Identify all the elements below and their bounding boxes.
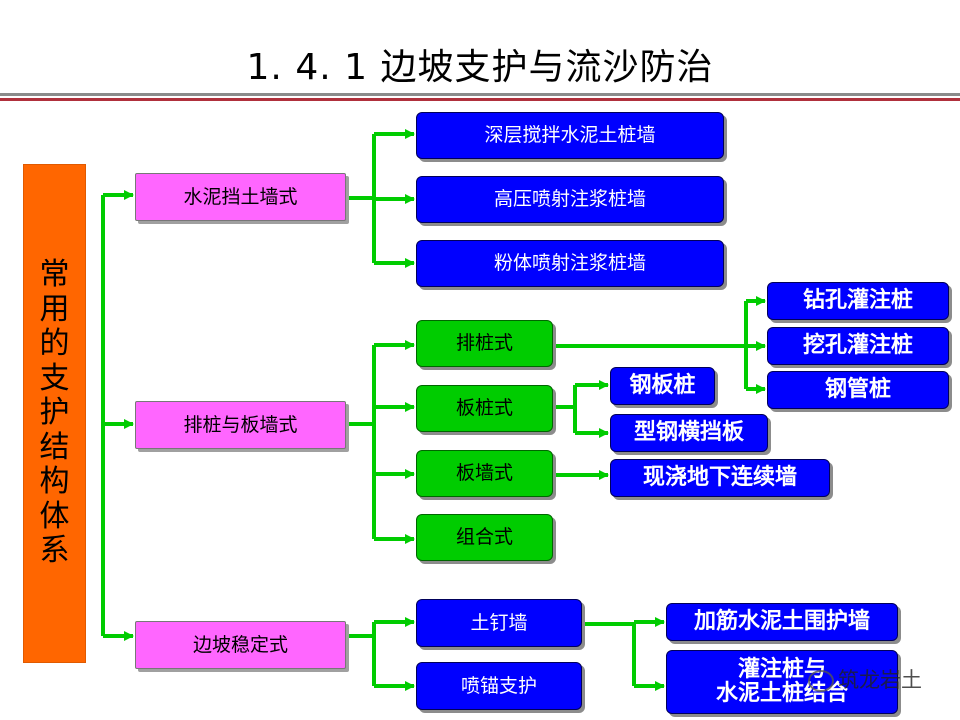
node-dug-pile-label: 挖孔灌注桩 bbox=[802, 332, 913, 358]
root-node-char: 用 bbox=[39, 291, 70, 327]
root-node-label: 常用的支护结构体系 bbox=[40, 258, 70, 569]
watermark-text: 筑龙岩土 bbox=[838, 668, 922, 692]
node-diaphragm-wall: 现浇地下连续墙 bbox=[610, 459, 830, 497]
node-dug-pile: 挖孔灌注桩 bbox=[767, 327, 949, 365]
node-steel-pipe-pile-label: 钢管桩 bbox=[824, 376, 891, 402]
node-deep-mix-label: 深层搅拌水泥土桩墙 bbox=[484, 124, 656, 147]
node-bored-pile-label: 钻孔灌注桩 bbox=[802, 287, 913, 313]
node-steel-sheet-pile: 钢板桩 bbox=[610, 367, 715, 405]
root-node-char: 结 bbox=[39, 429, 70, 465]
node-sheet-pile-label: 板桩式 bbox=[455, 397, 513, 420]
node-pile-sheet-label: 排桩与板墙式 bbox=[183, 413, 298, 436]
root-node-char: 支 bbox=[39, 360, 70, 396]
node-plate-wall: 板墙式 bbox=[416, 450, 553, 497]
title-divider-bottom bbox=[0, 98, 960, 101]
node-deep-mix: 深层搅拌水泥土桩墙 bbox=[416, 112, 724, 159]
node-section-steel: 型钢横挡板 bbox=[610, 414, 768, 452]
node-row-pile: 排桩式 bbox=[416, 320, 553, 367]
page-title: 1. 4. 1 边坡支护与流沙防治 bbox=[246, 47, 714, 88]
node-cement-wall-label: 水泥挡土墙式 bbox=[183, 185, 298, 208]
node-high-pressure-label: 高压喷射注浆桩墙 bbox=[493, 188, 646, 211]
root-node-char: 护 bbox=[39, 395, 70, 431]
node-row-pile-label: 排桩式 bbox=[455, 332, 513, 355]
root-node-char: 构 bbox=[39, 464, 70, 500]
wechat-logo-icon bbox=[808, 670, 834, 692]
title-divider-top bbox=[0, 93, 960, 96]
root-node-char: 的 bbox=[39, 326, 70, 362]
node-cement-wall: 水泥挡土墙式 bbox=[135, 173, 346, 221]
node-combined-label: 组合式 bbox=[455, 526, 513, 549]
node-steel-pipe-pile: 钢管桩 bbox=[767, 371, 949, 409]
node-combined: 组合式 bbox=[416, 514, 553, 561]
node-pile-sheet: 排桩与板墙式 bbox=[135, 401, 346, 449]
node-slope-stable: 边坡稳定式 bbox=[135, 621, 346, 669]
node-diaphragm-wall-label: 现浇地下连续墙 bbox=[642, 464, 797, 490]
root-node-char: 系 bbox=[39, 533, 70, 569]
node-reinforced-wall: 加筋水泥土围护墙 bbox=[666, 603, 898, 641]
node-shotcrete: 喷锚支护 bbox=[416, 662, 582, 710]
node-bored-pile: 钻孔灌注桩 bbox=[767, 282, 949, 320]
node-section-steel-label: 型钢横挡板 bbox=[633, 419, 744, 445]
node-shotcrete-label: 喷锚支护 bbox=[460, 674, 537, 697]
root-node: 常用的支护结构体系 bbox=[23, 164, 86, 663]
node-powder-spray-label: 粉体喷射注浆桩墙 bbox=[493, 252, 646, 275]
root-node-char: 常 bbox=[39, 257, 70, 293]
root-node-char: 体 bbox=[39, 498, 70, 534]
node-plate-wall-label: 板墙式 bbox=[455, 462, 513, 485]
node-soil-nail: 土钉墙 bbox=[416, 599, 582, 647]
node-slope-stable-label: 边坡稳定式 bbox=[192, 633, 288, 656]
node-pile-combo: 灌注桩与 水泥土桩结合 bbox=[666, 650, 898, 714]
node-soil-nail-label: 土钉墙 bbox=[470, 611, 528, 634]
node-reinforced-wall-label: 加筋水泥土围护墙 bbox=[693, 608, 870, 634]
node-sheet-pile: 板桩式 bbox=[416, 385, 553, 432]
node-powder-spray: 粉体喷射注浆桩墙 bbox=[416, 240, 724, 287]
watermark: 筑龙岩土 bbox=[808, 664, 922, 694]
node-high-pressure: 高压喷射注浆桩墙 bbox=[416, 176, 724, 223]
node-steel-sheet-pile-label: 钢板桩 bbox=[629, 372, 696, 398]
